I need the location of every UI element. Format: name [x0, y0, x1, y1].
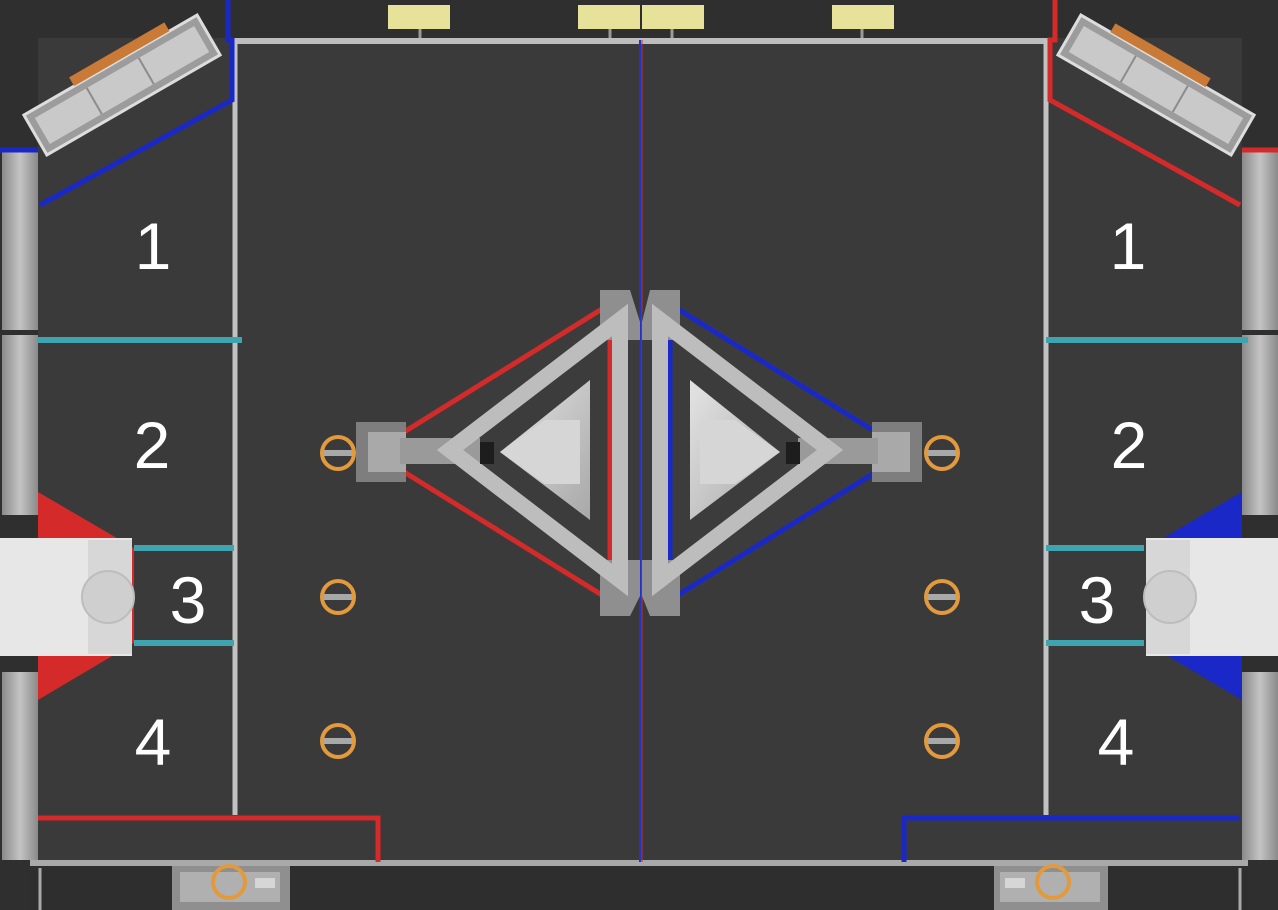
left-wall-panels [2, 150, 38, 860]
red-hub [356, 290, 640, 616]
bottom-right-station [994, 864, 1108, 910]
red-boundary-bottom-left [38, 815, 381, 862]
right-alliance-station [1143, 492, 1278, 700]
blue-hub [642, 290, 922, 616]
teal-dividers [38, 337, 1248, 646]
bottom-left-station [172, 864, 290, 910]
right-wall-panels [1242, 150, 1278, 860]
zone-label-right-1: 1 [1109, 209, 1147, 283]
orange-ring-icon [320, 435, 960, 759]
zone-label-left-4: 4 [134, 705, 172, 779]
top-pad-4 [832, 5, 894, 29]
zone-label-left-2: 2 [133, 408, 171, 482]
top-pad-1 [388, 5, 450, 29]
blue-boundary-bottom-right [901, 815, 1240, 862]
zone-label-right-4: 4 [1097, 705, 1135, 779]
left-alliance-station [0, 492, 135, 700]
red-boundary-top-right [1047, 0, 1242, 208]
top-pad-3 [642, 5, 704, 29]
top-pads [388, 5, 894, 38]
blue-boundary-top-left [38, 0, 235, 208]
top-left-ramp [21, 13, 223, 157]
zone-label-right-3: 3 [1078, 563, 1116, 637]
bottom-rail [30, 860, 1248, 868]
top-pad-2 [578, 5, 640, 29]
top-right-ramp [1055, 13, 1257, 157]
zone-label-left-1: 1 [134, 209, 172, 283]
zone-label-left-3: 3 [169, 563, 207, 637]
zone-label-right-2: 2 [1110, 408, 1148, 482]
